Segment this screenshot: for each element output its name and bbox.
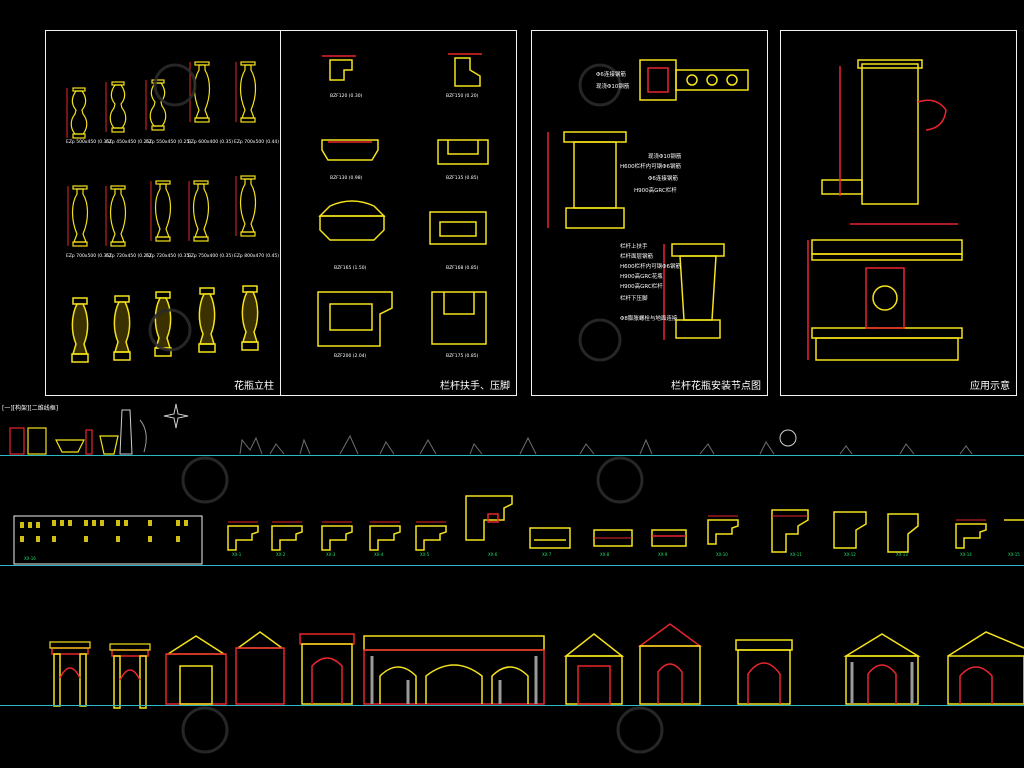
sheet-title: 栏杆花瓶安装节点图 [671, 381, 761, 392]
detail-note: H600栏杆内可钢Φ6钢筋 [620, 264, 681, 270]
install-detail [547, 59, 749, 340]
baluster-label: EZp 800x470 (0.45) [234, 254, 280, 259]
row-separator-3 [0, 705, 1024, 706]
detail-note: H600栏杆内可钢Φ6钢筋 [620, 164, 681, 170]
moulding-tag: XX-16 [24, 556, 36, 561]
application-views [807, 59, 963, 361]
detail-note: 栏杆上扶手 [620, 244, 648, 250]
handrail-label: BZF120 (0.30) [330, 94, 363, 99]
sheet-title: 应用示意 [970, 381, 1010, 392]
baluster-label: EZp 450x450 (0.25) [106, 140, 152, 145]
detail-note: Φ6连接钢筋 [596, 72, 626, 78]
sheet-handrail-base: 栏杆扶手、压脚 [280, 30, 517, 396]
handrail-label: BZF175 (0.85) [446, 354, 479, 359]
moulding-tag: XX-6 [488, 552, 498, 557]
baluster-label: EZp 720x450 (0.35) [146, 254, 192, 259]
moulding-tag: XX-14 [960, 552, 972, 557]
moulding-tag: XX-15 [1008, 552, 1020, 557]
detail-note: 现浇Φ10钢筋 [648, 154, 682, 160]
row-separator-2 [0, 565, 1024, 566]
baluster-label: EZp 720x450 (0.25) [106, 254, 152, 259]
detail-note: H900高GRC花瓶 [620, 274, 663, 280]
detail-note: Φ6连接钢筋 [648, 176, 678, 182]
baluster-label: EZp 750x400 (0.35) [188, 254, 234, 259]
watermark-layer [148, 63, 664, 754]
handrail-label: BZF165 (1.50) [334, 266, 367, 271]
baluster-label: EZp 700x500 (0.35) [66, 254, 112, 259]
detail-note: 现浇Φ10钢筋 [596, 84, 630, 90]
handrail-label: BZF200 (2.04) [334, 354, 367, 359]
gate-row [49, 623, 1024, 709]
sheet-title: 花瓶立柱 [234, 381, 274, 392]
moulding-tag: XX-10 [716, 552, 728, 557]
moulding-tag: XX-5 [420, 552, 430, 557]
sheet-title: 栏杆扶手、压脚 [440, 381, 510, 392]
moulding-tag: XX-12 [844, 552, 856, 557]
detail-note: H900高GRC栏杆 [620, 284, 663, 290]
section-caption: [一][构架][二维线框] [2, 405, 59, 412]
sheet-install-detail: 栏杆花瓶安装节点图 [531, 30, 768, 396]
handrail-label: BZF168 (0.85) [446, 266, 479, 271]
moulding-tag: XX-3 [326, 552, 336, 557]
baluster-label: EZp 500x450 (0.35) [66, 140, 112, 145]
sheet-application: 应用示意 [780, 30, 1017, 396]
handrail-profiles [317, 53, 489, 347]
handrail-label: BZF150 (0.20) [446, 94, 479, 99]
detail-note: Φ8膨胀螺栓与地面连接 [620, 316, 678, 322]
baluster-label: EZp 600x400 (0.35) [188, 140, 234, 145]
detail-note: 栏杆面层钢筋 [620, 254, 654, 260]
detail-note: H900高GRC栏杆 [634, 188, 677, 194]
moulding-tag: XX-4 [374, 552, 384, 557]
handrail-label: BZF135 (0.85) [446, 176, 479, 181]
moulding-tag: XX-1 [232, 552, 242, 557]
moulding-tag: XX-13 [896, 552, 908, 557]
baluster-label: EZp 700x500 (0.44) [234, 140, 280, 145]
moulding-tag: XX-11 [790, 552, 802, 557]
moulding-tag: XX-9 [658, 552, 668, 557]
sheet-baluster-columns: 花瓶立柱 [45, 30, 281, 396]
baluster-label: EZp 550x450 (0.25) [146, 140, 192, 145]
moulding-tag: XX-7 [542, 552, 552, 557]
moulding-tag: XX-2 [276, 552, 286, 557]
detail-note: 栏杆下压脚 [620, 296, 648, 302]
moulding-row [13, 495, 1024, 565]
moulding-tag: XX-8 [600, 552, 610, 557]
silhouette-row [9, 403, 973, 455]
handrail-label: BZF130 (0.98) [330, 176, 363, 181]
row-separator-1 [0, 455, 1024, 456]
